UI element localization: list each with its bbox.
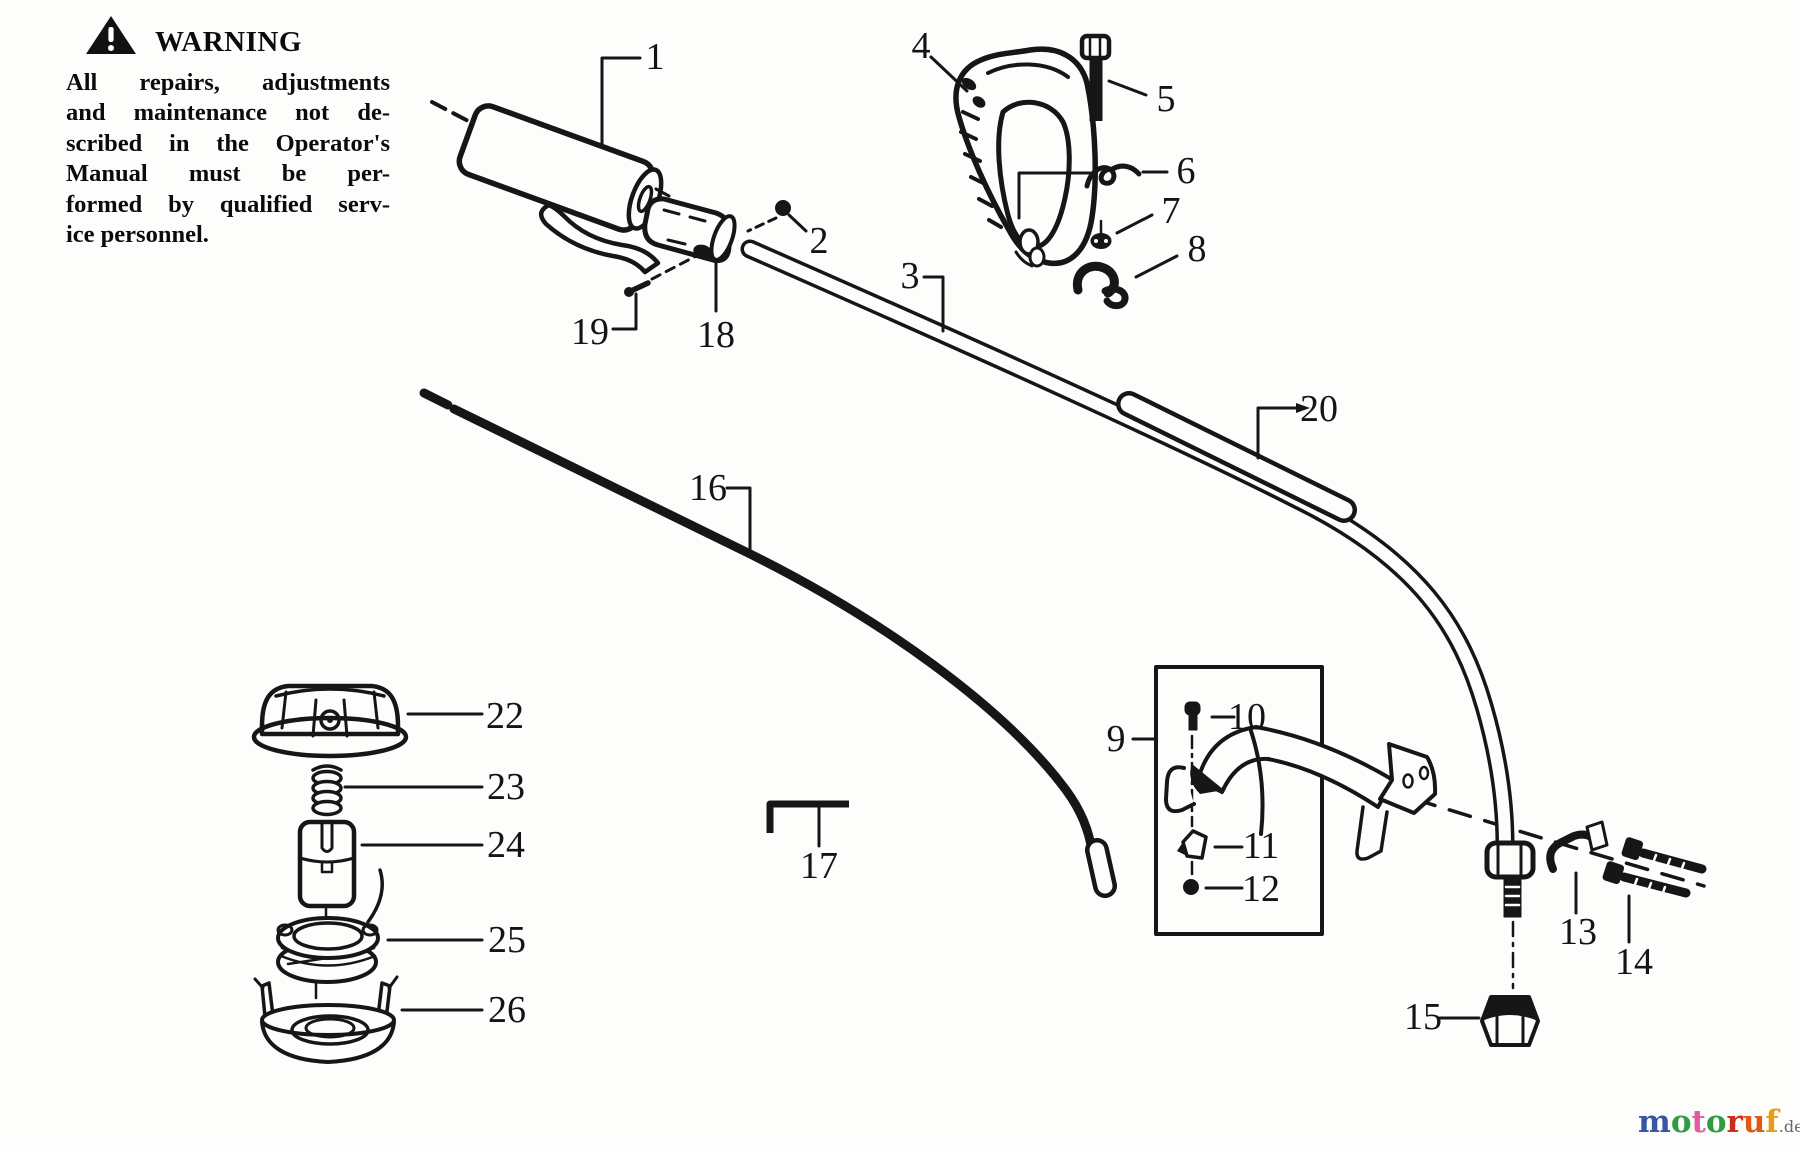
warning-line: ice personnel. [66,221,209,249]
part-label-9: 9 [1106,718,1126,760]
centerline-dashes [314,100,1706,1048]
warning-text: All repairs, adjustments and maintenance… [66,68,390,250]
bump-knob-drawing [251,683,409,759]
guard-bolt-drawing [1184,701,1201,731]
warning-title: WARNING [155,26,302,58]
part-label-17: 17 [800,845,838,887]
part-label-15: 15 [1404,996,1442,1038]
watermark-letter: u [1742,1104,1766,1140]
watermark-letter: m [1638,1104,1671,1140]
part-label-19: 19 [571,311,609,353]
drive-shaft-tube-drawing [740,239,1536,918]
motoruf-watermark[interactable]: motoruf.de [1638,1104,1800,1141]
hex-nut-drawing [1480,995,1540,1047]
part-label-10: 10 [1228,696,1266,738]
watermark-letter: o [1670,1104,1692,1140]
handle-bolt-drawing [1079,33,1112,121]
part-label-8: 8 [1187,228,1207,270]
warning-line: scribed in the Operator's [66,129,390,157]
detail-box-part-9 [1154,665,1324,936]
part-label-23: 23 [487,766,525,808]
part-label-6: 6 [1176,150,1196,192]
part-label-4: 4 [911,25,931,67]
stem-nut-drawing [1090,219,1112,249]
part-label-13: 13 [1559,911,1597,953]
hex-wrench-drawing [766,800,849,833]
watermark-letter: f [1765,1104,1779,1140]
spool-hub-drawing [297,819,357,909]
part-label-24: 24 [487,824,525,866]
head-housing-drawing [253,975,399,1064]
part-label-1: 1 [645,36,665,78]
part-label-14: 14 [1615,941,1653,983]
clamp-bolts-drawing [1602,837,1707,898]
part-label-2: 2 [809,220,829,262]
warning-triangle-icon [84,14,138,61]
part-label-12: 12 [1242,868,1280,910]
warning-line: Manual must be per- [66,160,390,188]
liner-rod-drawing [1116,391,1357,523]
watermark-letter: o [1705,1104,1727,1140]
line-spool-drawing [276,868,384,984]
warning-line: formed by qualified serv- [66,190,390,218]
warning-line: and maintenance not de- [66,99,390,127]
part-label-18: 18 [697,314,735,356]
watermark-letter: r [1726,1104,1743,1140]
part-label-22: 22 [486,695,524,737]
warning-block: WARNING All repairs, adjustments and mai… [66,14,390,250]
watermark-suffix: .de [1778,1117,1800,1136]
part-label-11: 11 [1242,825,1280,867]
loop-handle-drawing [953,46,1098,268]
part-label-16: 16 [689,467,727,509]
part-label-25: 25 [488,919,526,961]
part-label-5: 5 [1156,78,1176,120]
part-label-3: 3 [900,255,920,297]
ball-drawing [1183,879,1199,895]
leader-lines [343,55,1631,1020]
wire-clip-drawing [1084,163,1142,189]
throttle-housing-drawing [539,196,791,297]
clamp-drawing [1546,820,1609,873]
part-label-7: 7 [1161,190,1181,232]
shield-guard-drawing [1164,725,1438,861]
warning-line: All repairs, adjustments [66,69,390,96]
spring-drawing [311,764,343,817]
flex-shaft-drawing [419,388,1117,898]
watermark-let ter: t [1691,1104,1706,1140]
part-label-26: 26 [488,989,526,1031]
clip-nut-drawing [1177,829,1208,860]
wing-nut-drawing [1072,261,1129,310]
part-label-20: 20 [1300,388,1338,430]
